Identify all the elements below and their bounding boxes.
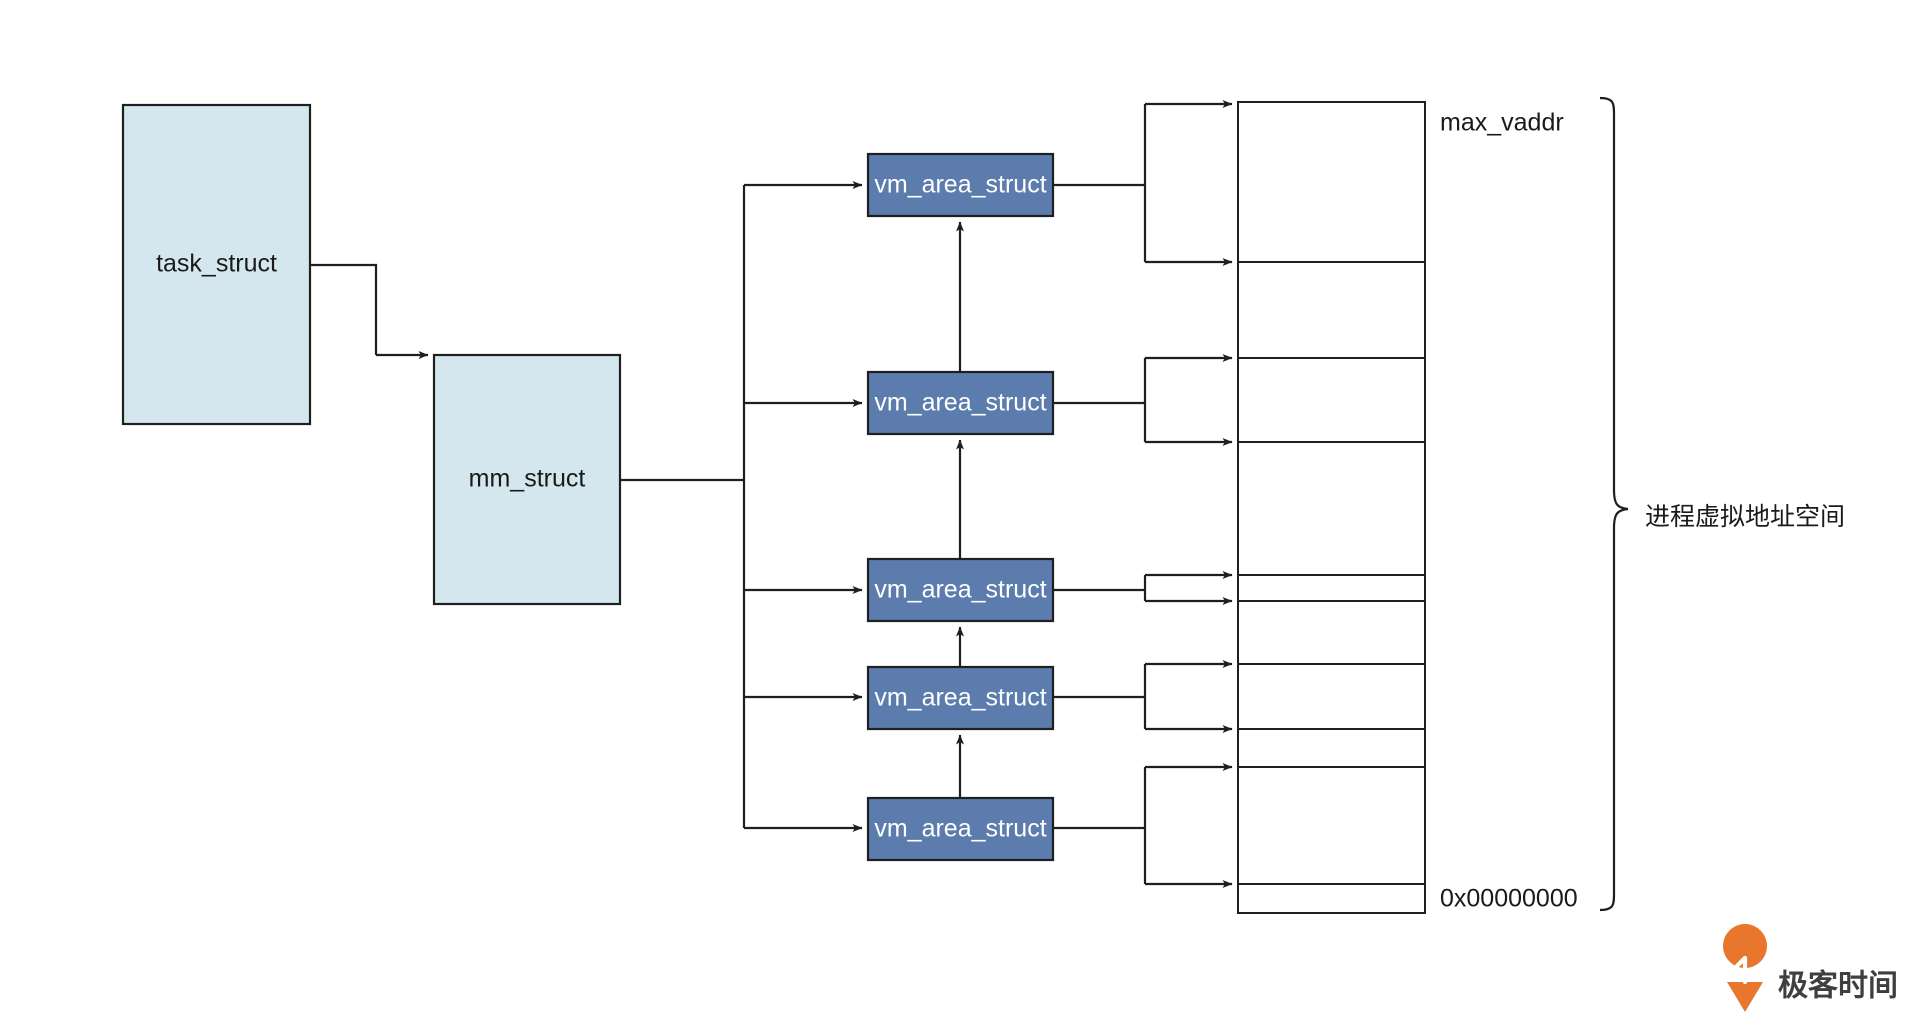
node-task-struct-label: task_struct (156, 250, 277, 278)
node-vm-area-struct-1-label: vm_area_struct (874, 171, 1046, 199)
address-space-brace (1599, 96, 1629, 912)
node-vm-area-struct-2[interactable]: vm_area_struct (866, 370, 1055, 436)
memory-top-address-label: max_vaddr (1440, 109, 1564, 137)
geekbang-logo-text: 极客时间 (1778, 969, 1898, 1004)
region-bracket-3 (1053, 571, 1233, 605)
node-vm-area-struct-5-label: vm_area_struct (874, 815, 1046, 843)
region-bracket-4 (1053, 660, 1233, 733)
address-space-brace-label: 进程虚拟地址空间 (1645, 502, 1845, 531)
location-pin-icon (1723, 924, 1768, 1012)
node-mm-struct[interactable]: mm_struct (432, 353, 622, 606)
geekbang-logo: 极客时间 (1723, 924, 1898, 1012)
region-bracket-1 (1053, 100, 1233, 266)
node-vm-area-struct-3-label: vm_area_struct (874, 576, 1046, 604)
node-vm-area-struct-1[interactable]: vm_area_struct (866, 152, 1055, 218)
memory-column[interactable] (1237, 101, 1426, 914)
memory-bottom-address-label: 0x00000000 (1440, 885, 1578, 913)
node-vm-area-struct-4-label: vm_area_struct (874, 684, 1046, 712)
node-vm-area-struct-4[interactable]: vm_area_struct (866, 665, 1055, 731)
node-vm-area-struct-3[interactable]: vm_area_struct (866, 557, 1055, 623)
node-task-struct[interactable]: task_struct (121, 103, 312, 426)
node-mm-struct-label: mm_struct (469, 465, 586, 493)
node-vm-area-struct-2-label: vm_area_struct (874, 389, 1046, 417)
node-vm-area-struct-5[interactable]: vm_area_struct (866, 796, 1055, 862)
region-bracket-2 (1053, 354, 1233, 446)
region-bracket-5 (1053, 763, 1233, 888)
edge-task-to-mm (310, 263, 378, 355)
